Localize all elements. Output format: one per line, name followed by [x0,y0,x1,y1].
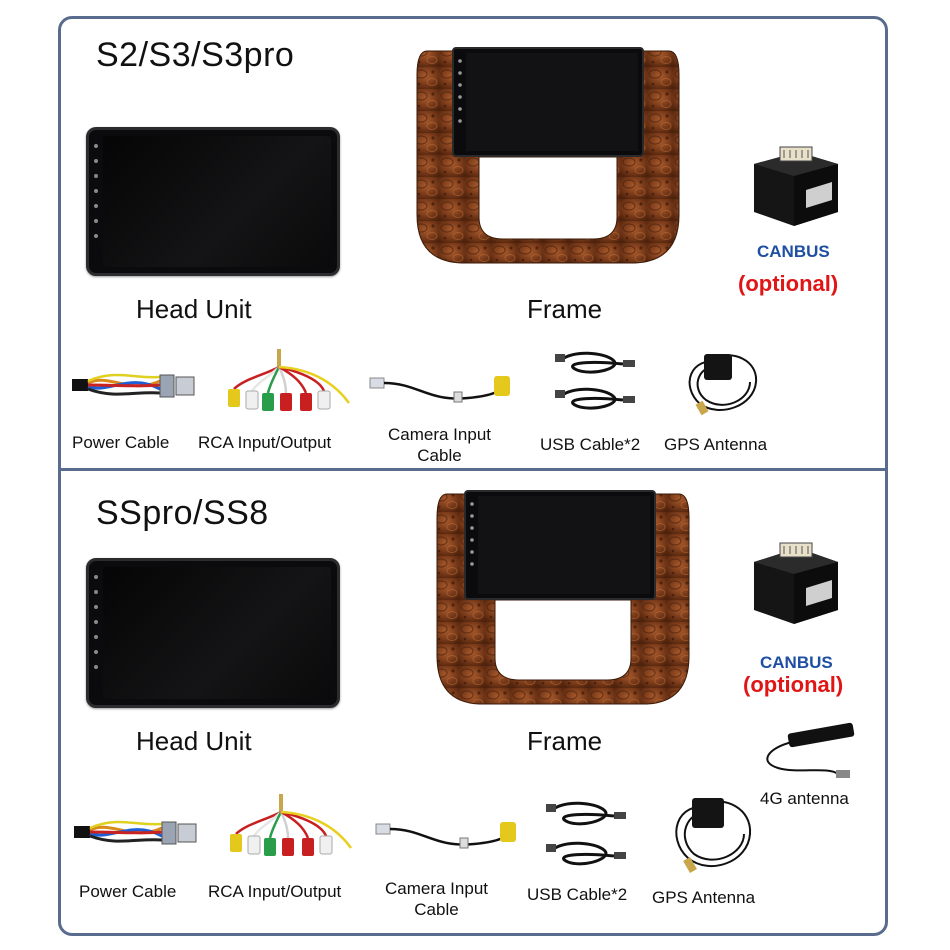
gps-antenna-icon [675,798,752,874]
side-buttons-icon [92,575,100,669]
head-unit-image [86,558,340,708]
4g-antenna-icon [766,722,855,778]
head-unit-label: Head Unit [136,726,252,756]
canbus-label: CANBUS [760,653,833,672]
section-title: S2/S3/S3pro [96,36,295,74]
frame-label: Frame [527,294,603,324]
camera-label-line2: Cable [417,446,462,465]
side-buttons-icon [92,144,100,238]
canbus-box-icon [754,542,838,624]
rca-cable-icon [228,349,351,411]
head-unit-label: Head Unit [136,294,252,324]
optional-note: (optional) [738,271,839,296]
rca-cable-icon [230,794,353,856]
wood-frame-image [416,47,680,264]
power-cable-label: Power Cable [79,882,177,901]
camera-cable-icon [375,822,516,849]
section-divider [58,468,888,471]
section-title: SSpro/SS8 [96,494,269,532]
rca-label: RCA Input/Output [198,433,332,452]
camera-label-line2: Cable [414,900,459,919]
usb-cable-label: USB Cable*2 [527,885,628,904]
power-cable-icon [72,373,195,398]
gps-antenna-label: GPS Antenna [652,888,756,907]
wood-frame-image [436,490,690,705]
section-s2-s3: S2/S3/S3pro Head Unit Frame CANBUS (opti… [0,0,950,465]
camera-cable-label: Camera Input Cable [385,878,488,920]
power-cable-icon [74,820,197,845]
camera-label-line1: Camera Input [388,425,491,444]
4g-antenna-label: 4G antenna [760,789,849,808]
canbus-label: CANBUS [757,242,830,261]
usb-cable-icon [555,351,635,410]
rca-label: RCA Input/Output [208,882,342,901]
power-cable-label: Power Cable [72,433,170,452]
optional-note: (optional) [743,672,844,697]
canbus-box-icon [754,146,838,226]
camera-label-line1: Camera Input [385,879,488,898]
gps-antenna-label: GPS Antenna [664,435,768,454]
head-unit-image [86,127,340,276]
usb-cable-icon [546,801,626,866]
camera-cable-label: Camera Input Cable [388,424,491,466]
frame-label: Frame [527,726,603,756]
section-sspro-ss8: SSpro/SS8 Head Unit Frame CANBUS (option… [0,470,950,930]
usb-cable-label: USB Cable*2 [540,435,641,454]
gps-antenna-icon [688,354,758,416]
camera-cable-icon [369,376,510,403]
